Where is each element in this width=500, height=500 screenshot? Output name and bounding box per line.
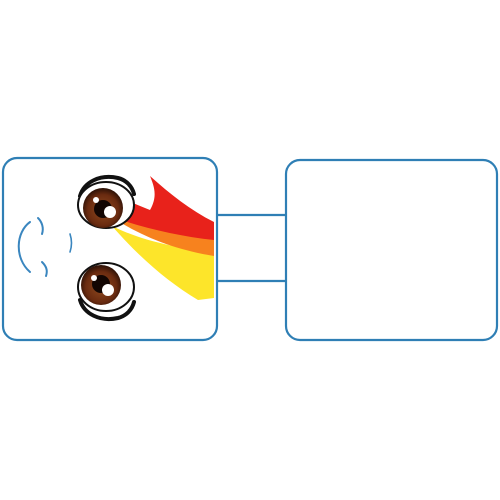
flame-icon [104, 176, 214, 300]
smile-dimple-top [37, 217, 44, 235]
top-eye-highlight-small [93, 197, 99, 203]
cheek-mark [69, 233, 73, 253]
face-panel [1, 156, 219, 342]
eye-icon [77, 262, 136, 321]
bridge-connector [214, 213, 290, 283]
top-eye-highlight [104, 206, 116, 218]
bottom-eye-highlight-small [91, 275, 97, 281]
eye-icon [77, 175, 136, 229]
flame-orange-band [108, 214, 214, 256]
smile-dimple-bottom [41, 261, 48, 277]
smile-curve [17, 221, 31, 273]
bottom-eye-lashes [78, 298, 136, 321]
flame-red-band [104, 176, 214, 240]
blank-panel [284, 158, 499, 342]
top-eye-lashes [78, 175, 136, 198]
flame-yellow-band [112, 226, 214, 300]
blank-panel-frame [284, 158, 499, 342]
bottom-eye-highlight [102, 284, 114, 296]
smile-icon [17, 217, 73, 277]
